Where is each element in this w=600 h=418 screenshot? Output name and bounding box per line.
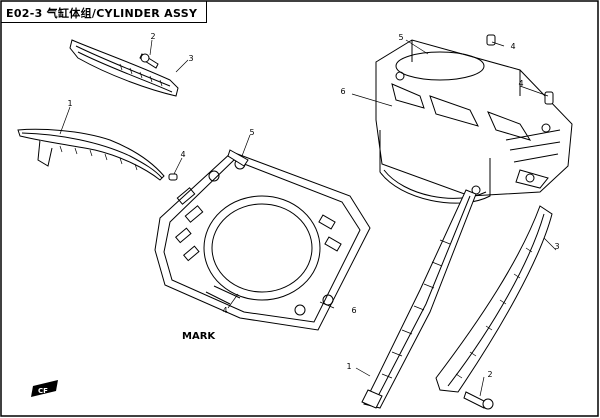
cfmoto-logo: CF bbox=[31, 380, 58, 397]
callout-number: 3 bbox=[188, 54, 194, 63]
callout-number: 4 bbox=[180, 150, 186, 159]
chain-guide-left bbox=[17, 128, 165, 181]
chain-guide-top bbox=[69, 39, 179, 97]
title-box: E02-3 气缸体组/CYLINDER ASSY bbox=[1, 1, 207, 23]
cylinder-gasket bbox=[154, 149, 371, 331]
callout-number: 6 bbox=[340, 87, 346, 96]
dowel-left bbox=[168, 173, 178, 181]
callout-number: 3 bbox=[554, 242, 560, 251]
callout-number: 4 bbox=[510, 42, 516, 51]
mark-label: MARK bbox=[182, 331, 216, 342]
leader-lines bbox=[59, 39, 557, 397]
logo-text: CF bbox=[38, 387, 48, 395]
callout-number: 2 bbox=[487, 370, 493, 379]
callout-number: 5 bbox=[398, 33, 404, 42]
callout-number: 1 bbox=[67, 99, 73, 108]
bolt-bottom bbox=[463, 391, 494, 410]
chain-guide-right bbox=[435, 205, 553, 393]
page-title: E02-3 气缸体组/CYLINDER ASSY bbox=[6, 7, 198, 20]
dowel-right-top bbox=[486, 34, 554, 105]
callout-number: 4 bbox=[222, 306, 228, 315]
cylinder-block bbox=[375, 39, 573, 204]
chain-guide-long bbox=[361, 189, 477, 409]
bolt-top bbox=[139, 53, 159, 69]
callout-number: 1 bbox=[346, 362, 352, 371]
callout-number: 5 bbox=[249, 128, 255, 137]
callout-number: 6 bbox=[351, 306, 357, 315]
callout-number: 2 bbox=[150, 32, 156, 41]
callout-number: 4 bbox=[518, 79, 524, 88]
